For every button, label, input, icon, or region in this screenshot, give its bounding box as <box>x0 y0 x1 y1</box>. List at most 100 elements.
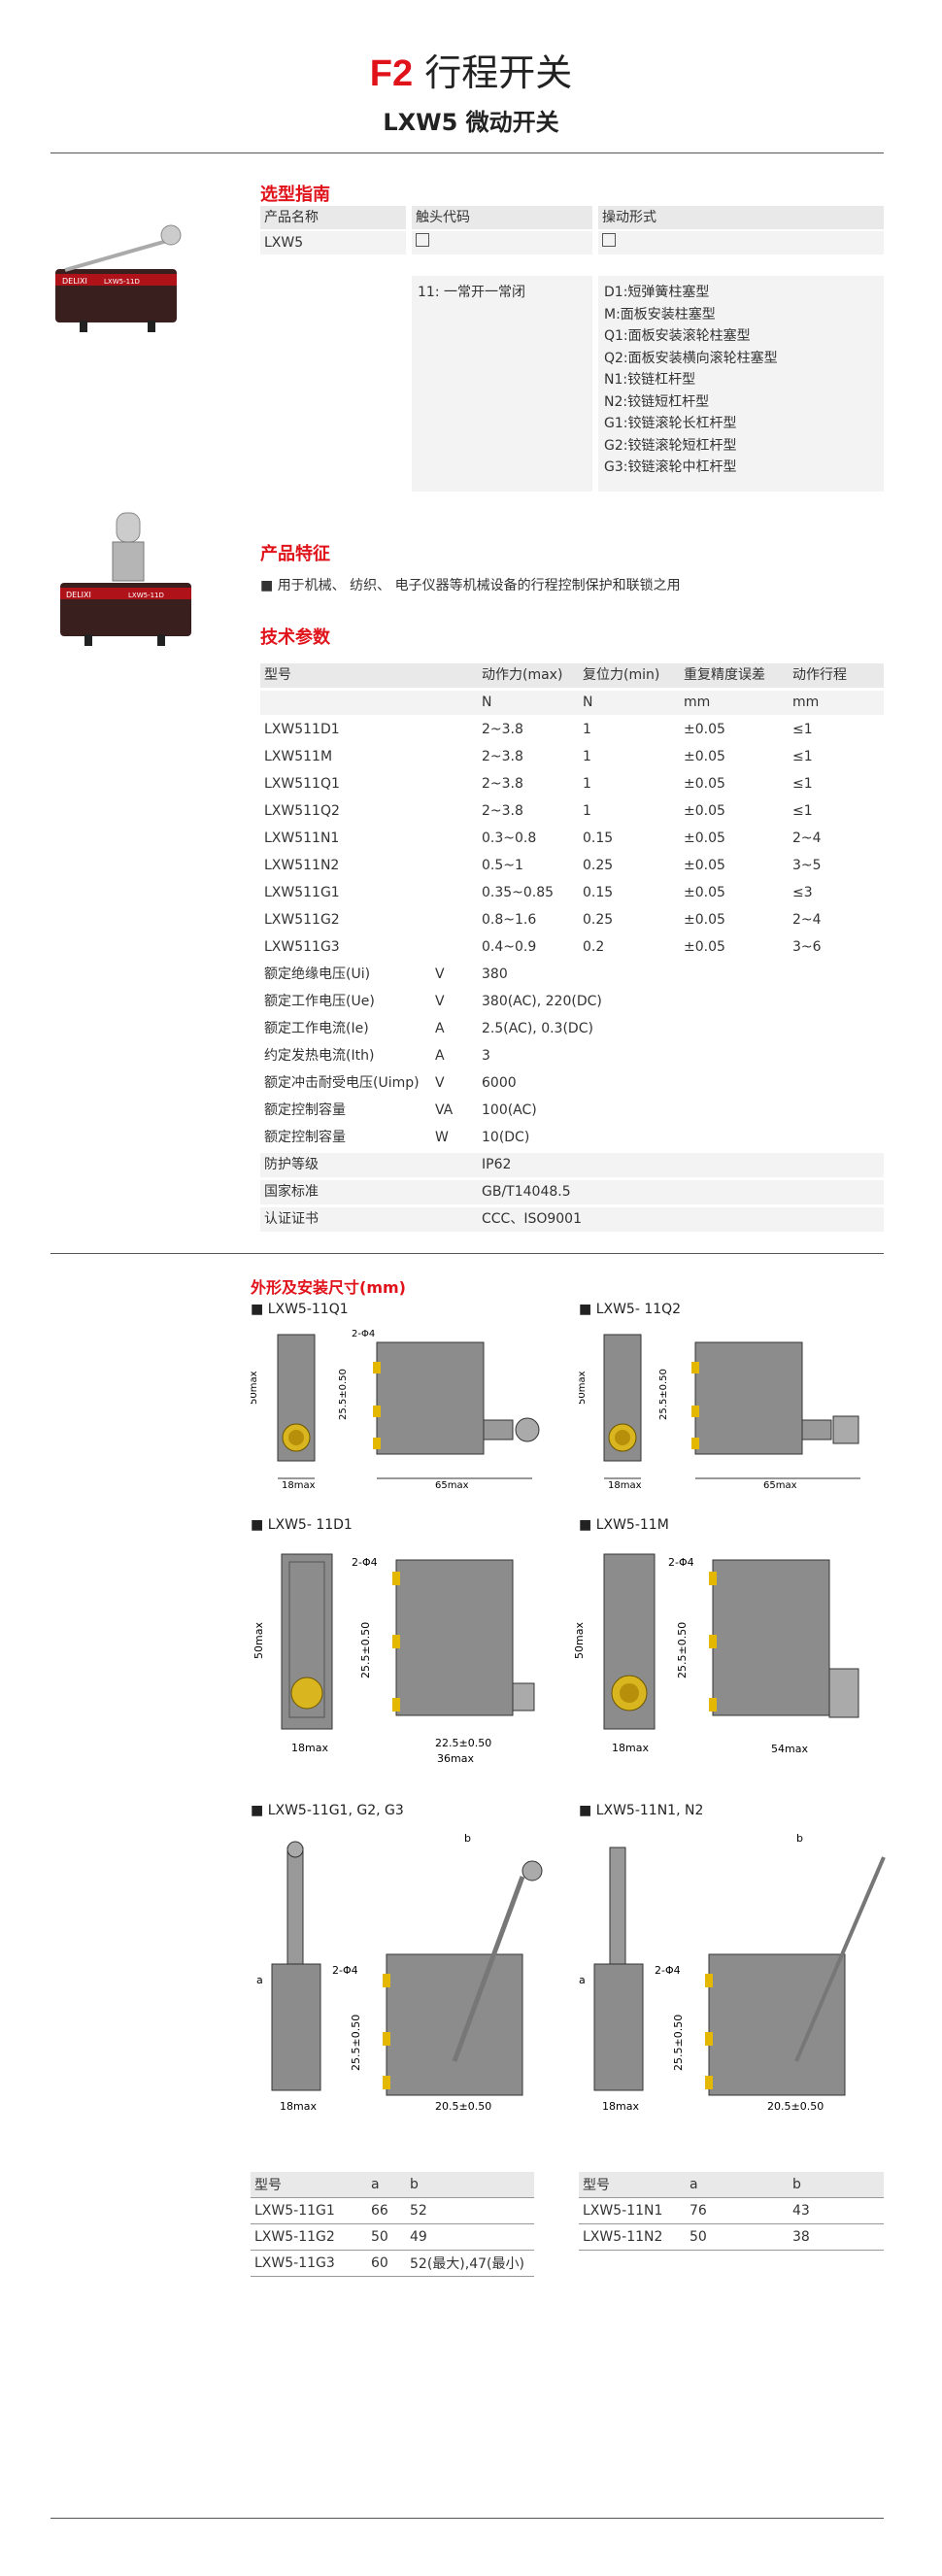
svg-text:25.5±0.50: 25.5±0.50 <box>676 1622 689 1678</box>
action-form-box <box>598 231 884 254</box>
table-cell: LXW511Q1 <box>260 772 478 797</box>
table-cell: 3~6 <box>789 935 884 960</box>
features-item: ■ 用于机械、 纺织、 电子仪器等机械设备的行程控制保护和联锁之用 <box>260 578 681 593</box>
table-cell: LXW511G1 <box>260 881 478 905</box>
contact-code-box <box>412 231 592 254</box>
table-cell <box>431 1153 478 1177</box>
table-cell: 约定发热电流(Ith) <box>260 1044 431 1068</box>
table-cell: 型号 <box>579 2172 686 2198</box>
table-cell: ±0.05 <box>680 854 789 878</box>
action-form-item: G1:铰链滚轮长杠杆型 <box>604 416 737 431</box>
svg-text:2-Φ4: 2-Φ4 <box>352 1556 378 1569</box>
table-cell <box>431 1207 478 1232</box>
table-cell: 0.25 <box>579 854 680 878</box>
table-cell: 0.2 <box>579 935 680 960</box>
product-photo-plunger: DELIXI LXW5-11D <box>60 512 191 646</box>
table-cell: 38 <box>789 2223 884 2251</box>
dim-label-d1: ■ LXW5- 11D1 <box>251 1517 353 1533</box>
table-cell: 型号 <box>251 2172 367 2198</box>
svg-text:25.5±0.50: 25.5±0.50 <box>350 2015 362 2071</box>
table-cell: 认证证书 <box>260 1207 431 1232</box>
table-cell: IP62 <box>478 1153 884 1177</box>
table-cell: ±0.05 <box>680 799 789 824</box>
dim-label-q2: ■ LXW5- 11Q2 <box>579 1302 682 1317</box>
dims-heading: 外形及安装尺寸(mm) <box>251 1278 406 1297</box>
drawing-g: a b 18max 20.5±0.50 25.5±0.50 2-Φ4 <box>256 1832 543 2113</box>
svg-text:65max: 65max <box>763 1480 797 1491</box>
table-cell: ±0.05 <box>680 881 789 905</box>
device-model-label: LXW5-11D <box>104 278 140 286</box>
svg-text:20.5±0.50: 20.5±0.50 <box>767 2100 824 2113</box>
dim-label-n: ■ LXW5-11N1, N2 <box>579 1803 704 1818</box>
table-cell: LXW511Q2 <box>260 799 478 824</box>
table-cell: b <box>406 2172 534 2198</box>
svg-text:25.5±0.50: 25.5±0.50 <box>359 1622 372 1678</box>
table-cell: N <box>579 691 680 715</box>
table-cell: LXW511M <box>260 745 478 769</box>
action-form-item: Q1:面板安装滚轮柱塞型 <box>604 328 751 344</box>
dim-label-q1: ■ LXW5-11Q1 <box>251 1302 349 1317</box>
svg-text:18max: 18max <box>282 1480 316 1491</box>
svg-text:2-Φ4: 2-Φ4 <box>655 1964 681 1977</box>
table-cell: mm <box>789 691 884 715</box>
table-cell: 76 <box>686 2197 789 2224</box>
table-cell: 2~3.8 <box>478 772 579 797</box>
divider <box>50 2518 884 2519</box>
table-cell: 49 <box>406 2223 534 2251</box>
svg-text:50max: 50max <box>251 1371 259 1405</box>
table-cell: 3 <box>478 1044 884 1068</box>
table-cell: A <box>431 1017 478 1041</box>
table-cell: 动作力(max) <box>478 663 579 688</box>
table-cell: 0.3~0.8 <box>478 827 579 851</box>
tech-heading: 技术参数 <box>260 627 330 648</box>
table-cell: N <box>478 691 579 715</box>
table-cell: 型号 <box>260 663 478 688</box>
drawing-q1: 50max 18max 65max 25.5±0.50 2-Φ4 <box>251 1329 540 1491</box>
table-cell: 10(DC) <box>478 1126 884 1150</box>
table-cell: 动作行程 <box>789 663 884 688</box>
table-cell: 2~4 <box>789 908 884 932</box>
table-cell: b <box>789 2172 884 2198</box>
table-cell: 重复精度误差 <box>680 663 789 688</box>
table-cell: 额定控制容量 <box>260 1126 431 1150</box>
svg-text:50max: 50max <box>579 1371 588 1405</box>
product-photo-roller-lever: DELIXI LXW5-11D <box>55 224 182 332</box>
svg-text:a: a <box>256 1974 263 1986</box>
table-cell: 防护等级 <box>260 1153 431 1177</box>
table-cell <box>260 691 478 715</box>
table-cell: ≤1 <box>789 718 884 742</box>
table-cell: ≤3 <box>789 881 884 905</box>
action-form-item: D1:短弹簧柱塞型 <box>604 285 710 300</box>
action-form-item: G2:铰链滚轮短杠杆型 <box>604 437 737 454</box>
table-cell: LXW511N2 <box>260 854 478 878</box>
table-cell: 复位力(min) <box>579 663 680 688</box>
table-cell: 60 <box>367 2250 406 2277</box>
dim-label-m: ■ LXW5-11M <box>579 1517 669 1533</box>
table-cell: 43 <box>789 2197 884 2224</box>
table-cell: 0.8~1.6 <box>478 908 579 932</box>
table-cell: a <box>686 2172 789 2198</box>
device-brand-label: DELIXI <box>62 277 87 286</box>
action-form-item: N2:铰链短杠杆型 <box>604 393 710 410</box>
table-cell: 额定绝缘电压(Ui) <box>260 963 431 987</box>
table-cell: 1 <box>579 745 680 769</box>
table-row: 型号动作力(max)复位力(min)重复精度误差动作行程 <box>260 663 884 688</box>
col-product-name: 产品名称 <box>260 206 406 229</box>
svg-text:50max: 50max <box>252 1622 265 1659</box>
action-form-item: G3:铰链滚轮中杠杆型 <box>604 459 737 475</box>
